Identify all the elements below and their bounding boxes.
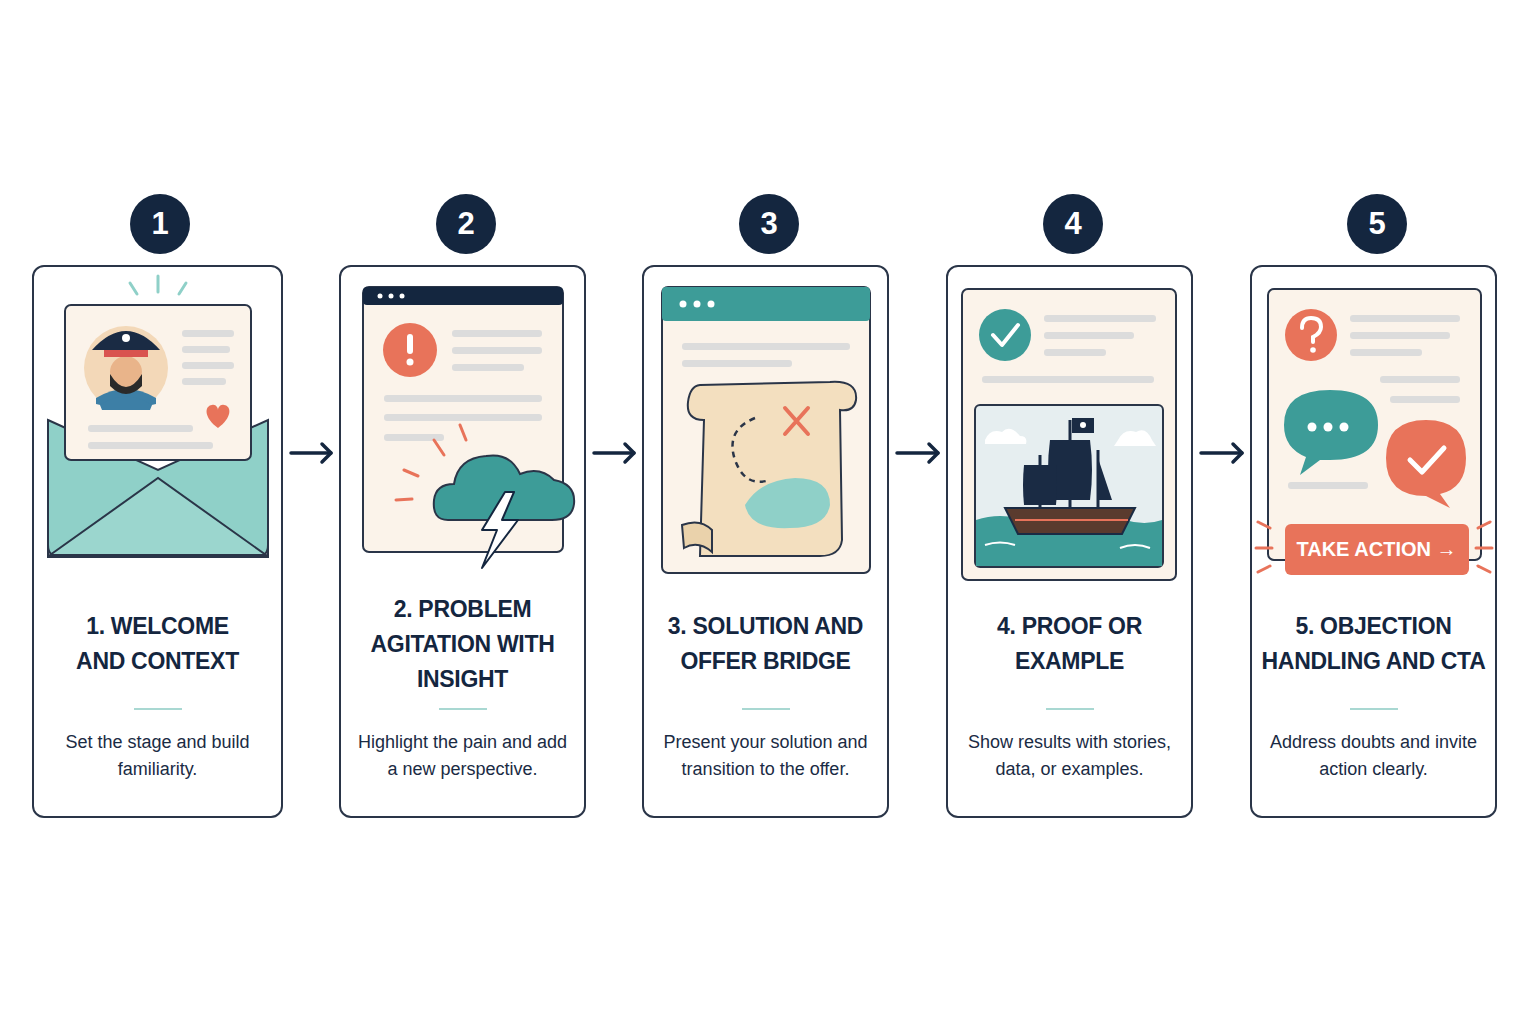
step-number-circle: 5	[1347, 194, 1407, 254]
heading-area: 4. PROOF OR EXAMPLE	[954, 585, 1185, 703]
heading-area: 2. PROBLEM AGITATION WITH INSIGHT	[347, 585, 578, 703]
flow-arrow	[897, 444, 938, 462]
flow-arrow	[1201, 444, 1242, 462]
step-number-circle: 3	[739, 194, 799, 254]
step-description: Set the stage and build familiarity.	[44, 729, 271, 783]
cta-button: TAKE ACTION →	[1285, 524, 1469, 575]
step-number: 4	[1064, 206, 1081, 242]
step-number: 5	[1368, 206, 1385, 242]
step-heading: 5. OBJECTION HANDLING AND CTA	[1258, 609, 1489, 679]
step-number: 3	[760, 206, 777, 242]
heading-divider	[134, 708, 182, 710]
heading-divider	[742, 708, 790, 710]
step-number-circle: 1	[130, 194, 190, 254]
envelope-illustration	[48, 276, 268, 557]
heading-divider	[1350, 708, 1398, 710]
step-card: 4. PROOF OR EXAMPLE Show results with sto…	[946, 265, 1193, 818]
step-heading: 4. PROOF OR EXAMPLE	[970, 609, 1170, 679]
step-description: Present your solution and transition to …	[654, 729, 877, 783]
heading-area: 3. SOLUTION AND OFFER BRIDGE	[650, 585, 881, 703]
flow-arrow	[291, 444, 331, 462]
step-heading: 2. PROBLEM AGITATION WITH INSIGHT	[355, 592, 570, 697]
step-description: Show results with stories, data, or exam…	[958, 729, 1181, 783]
step-number-circle: 2	[436, 194, 496, 254]
step-description: Address doubts and invite action clearly…	[1262, 729, 1485, 783]
heading-divider	[1046, 708, 1094, 710]
map-illustration	[662, 287, 870, 573]
step-card: 5. OBJECTION HANDLING AND CTA Address dou…	[1250, 265, 1497, 818]
ship-illustration	[962, 289, 1176, 580]
step-description: Highlight the pain and add a new perspec…	[351, 729, 574, 783]
step-card: 2. PROBLEM AGITATION WITH INSIGHT Highlig…	[339, 265, 586, 818]
cta-label: TAKE ACTION →	[1297, 538, 1457, 561]
step-card: 3. SOLUTION AND OFFER BRIDGE Present your…	[642, 265, 889, 818]
step-heading: 1. WELCOME AND CONTEXT	[63, 609, 253, 679]
step-heading: 3. SOLUTION AND OFFER BRIDGE	[653, 609, 878, 679]
heading-divider	[439, 708, 487, 710]
heading-area: 1. WELCOME AND CONTEXT	[40, 585, 275, 703]
storm-illustration	[363, 287, 574, 568]
step-card: 1. WELCOME AND CONTEXT Set the stage and …	[32, 265, 283, 818]
step-number: 2	[457, 206, 474, 242]
heading-area: 5. OBJECTION HANDLING AND CTA	[1258, 585, 1489, 703]
flow-arrow	[594, 444, 634, 462]
step-number: 1	[151, 206, 168, 242]
step-number-circle: 4	[1043, 194, 1103, 254]
